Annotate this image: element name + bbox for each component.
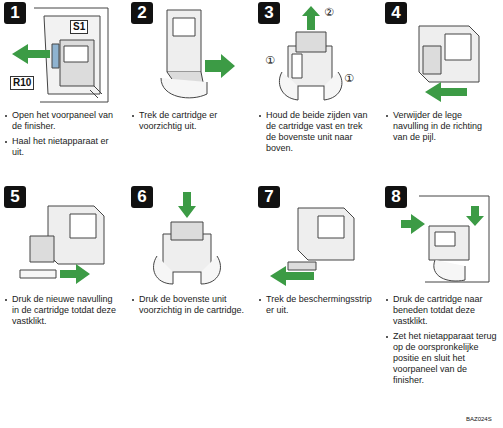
callout-label: ①: [344, 72, 354, 85]
step-panel: 5Druk de nieuwe navulling in de cartridg…: [4, 186, 118, 327]
step-number: 2: [131, 2, 153, 24]
cartridge-illustration: [419, 26, 479, 102]
step-frame: 7: [258, 186, 366, 290]
callout-label: ②: [324, 6, 334, 19]
callout-label: ①: [265, 54, 275, 67]
bullet-dot: [386, 299, 388, 301]
step-panel: 4Verwijder de lege navulling in de richt…: [385, 2, 499, 143]
step-frame: 2: [131, 2, 239, 106]
step-number: 1: [4, 2, 26, 24]
step-frame: 1: [4, 2, 112, 106]
instruction-item: Zet het nietapparaat terug op de oorspro…: [385, 331, 499, 386]
instruction-text: Open het voorpaneel van de finisher.: [12, 110, 113, 131]
instruction-text: Druk de cartridge naar beneden totdat de…: [393, 294, 483, 326]
bullet-dot: [132, 299, 134, 301]
instruction-text: Verwijder de lege navulling in de richti…: [393, 110, 482, 142]
step-panel: 7Trek de beschermingsstrip er uit.: [258, 186, 372, 316]
bullet-dot: [259, 115, 261, 117]
instruction-text: Haal het nietapparaat er uit.: [12, 136, 109, 157]
bullet-dot: [5, 115, 7, 117]
instruction-item: Haal het nietapparaat er uit.: [4, 136, 118, 158]
callout-label: R10: [10, 76, 34, 90]
bullet-dot: [386, 115, 388, 117]
step-frame: 6: [131, 186, 239, 290]
bullet-dot: [5, 299, 7, 301]
step-frame: 5: [4, 186, 112, 290]
instruction-item: Trek de cartridge er voorzichtig uit.: [131, 110, 245, 132]
step-number: 4: [385, 2, 407, 24]
instruction-text: Trek de beschermingsstrip er uit.: [266, 294, 372, 315]
bullet-dot: [259, 299, 261, 301]
bullet-dot: [132, 115, 134, 117]
instruction-item: Verwijder de lege navulling in de richti…: [385, 110, 499, 143]
step-number: 8: [385, 186, 407, 208]
instruction-text: Houd de beide zijden van de cartridge va…: [266, 110, 368, 153]
step-frame: 4: [385, 2, 493, 106]
cartridge-illustration: [20, 206, 104, 284]
step-number: 6: [131, 186, 153, 208]
cartridge-illustration: [279, 6, 342, 100]
bullet-dot: [5, 141, 7, 143]
instruction-text: Trek de cartridge er voorzichtig uit.: [139, 110, 217, 131]
instruction-item: Houd de beide zijden van de cartridge va…: [258, 110, 372, 154]
step-panel: 8Druk de cartridge naar beneden totdat d…: [385, 186, 499, 386]
instruction-text: Druk de nieuwe navulling in de cartridge…: [12, 294, 116, 326]
cartridge-illustration: [270, 208, 354, 286]
instruction-text: Zet het nietapparaat terug op de oorspro…: [393, 331, 497, 385]
cartridge-illustration: [161, 10, 235, 98]
step-number: 7: [258, 186, 280, 208]
step-number: 3: [258, 2, 280, 24]
step-frame: 8: [385, 186, 493, 290]
figure-code: BAZ024S: [466, 416, 492, 422]
instruction-item: Open het voorpaneel van de finisher.: [4, 110, 118, 132]
instruction-item: Trek de beschermingsstrip er uit.: [258, 294, 372, 316]
instruction-item: Druk de nieuwe navulling in de cartridge…: [4, 294, 118, 327]
step-panel: 2Trek de cartridge er voorzichtig uit.: [131, 2, 245, 132]
instruction-item: Druk de bovenste unit voorzichtig in de …: [131, 294, 245, 316]
bullet-dot: [386, 336, 388, 338]
instruction-item: Druk de cartridge naar beneden totdat de…: [385, 294, 499, 327]
callout-label: S1: [70, 20, 88, 34]
step-panel: 6Druk de bovenste unit voorzichtig in de…: [131, 186, 245, 316]
cartridge-illustration: [401, 196, 489, 282]
cartridge-illustration: [154, 192, 221, 284]
step-panel: 3Houd de beide zijden van de cartridge v…: [258, 2, 372, 154]
instruction-text: Druk de bovenste unit voorzichtig in de …: [139, 294, 244, 315]
step-number: 5: [4, 186, 26, 208]
